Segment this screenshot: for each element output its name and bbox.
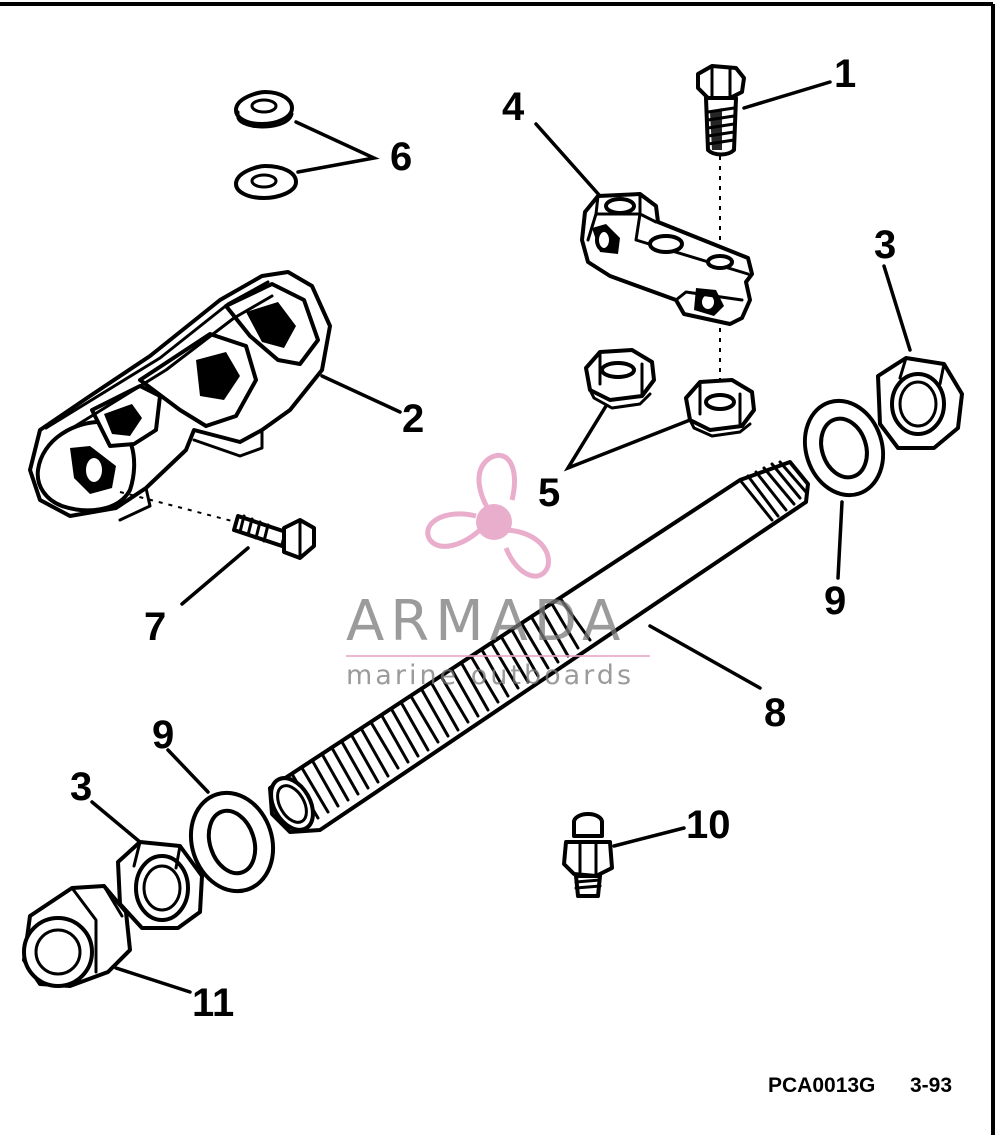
part-8-tube	[268, 460, 810, 834]
part-4-bracket	[580, 192, 754, 326]
propeller-logo-icon	[425, 453, 551, 579]
watermark-brand: ARMADA	[346, 589, 626, 654]
part-10-fitting	[562, 812, 614, 898]
part-1-bolt	[696, 64, 746, 157]
figure-code-date: 3-93	[910, 1074, 952, 1097]
part-9-washer-right	[802, 398, 886, 498]
part-6-washers	[234, 90, 298, 200]
figure-code: PCA0013G 3-93	[768, 1074, 952, 1097]
callout-3-left: 3	[70, 765, 92, 809]
callout-9-right: 9	[824, 579, 846, 623]
callout-7: 7	[144, 605, 166, 649]
tube-threads-far	[746, 460, 808, 518]
tube-threads-near	[280, 602, 580, 826]
callout-4: 4	[502, 85, 525, 129]
part-7-bolt	[232, 514, 316, 560]
part-3-nut-left	[116, 840, 204, 930]
watermark-tagline: marine outboards	[346, 660, 634, 691]
part-5-nuts	[584, 348, 756, 438]
leader-lines	[90, 80, 912, 994]
callout-10: 10	[686, 803, 731, 847]
callout-9-left: 9	[152, 713, 174, 757]
callout-6: 6	[390, 135, 412, 179]
callout-11: 11	[192, 981, 234, 1025]
axis-line-housing	[119, 491, 237, 523]
callout-numbers: 1 2 3 4 5 6 7 8 9 9 3 10 11	[70, 52, 896, 1025]
part-9-washer-left	[188, 790, 276, 894]
callout-8: 8	[764, 691, 786, 735]
callout-5: 5	[538, 471, 560, 515]
watermark: ARMADA marine outboards	[346, 453, 650, 691]
callout-1: 1	[834, 52, 856, 96]
part-3-nut-right	[876, 356, 964, 450]
nut-lower	[684, 378, 756, 438]
callout-3-right: 3	[874, 223, 896, 267]
washer-upper	[234, 90, 294, 129]
callout-2: 2	[402, 397, 424, 441]
figure-code-id: PCA0013G	[768, 1074, 875, 1097]
part-2-housing	[28, 270, 332, 522]
nut-upper	[584, 348, 656, 410]
part-11-cap	[22, 884, 132, 988]
washer-lower	[234, 164, 298, 200]
